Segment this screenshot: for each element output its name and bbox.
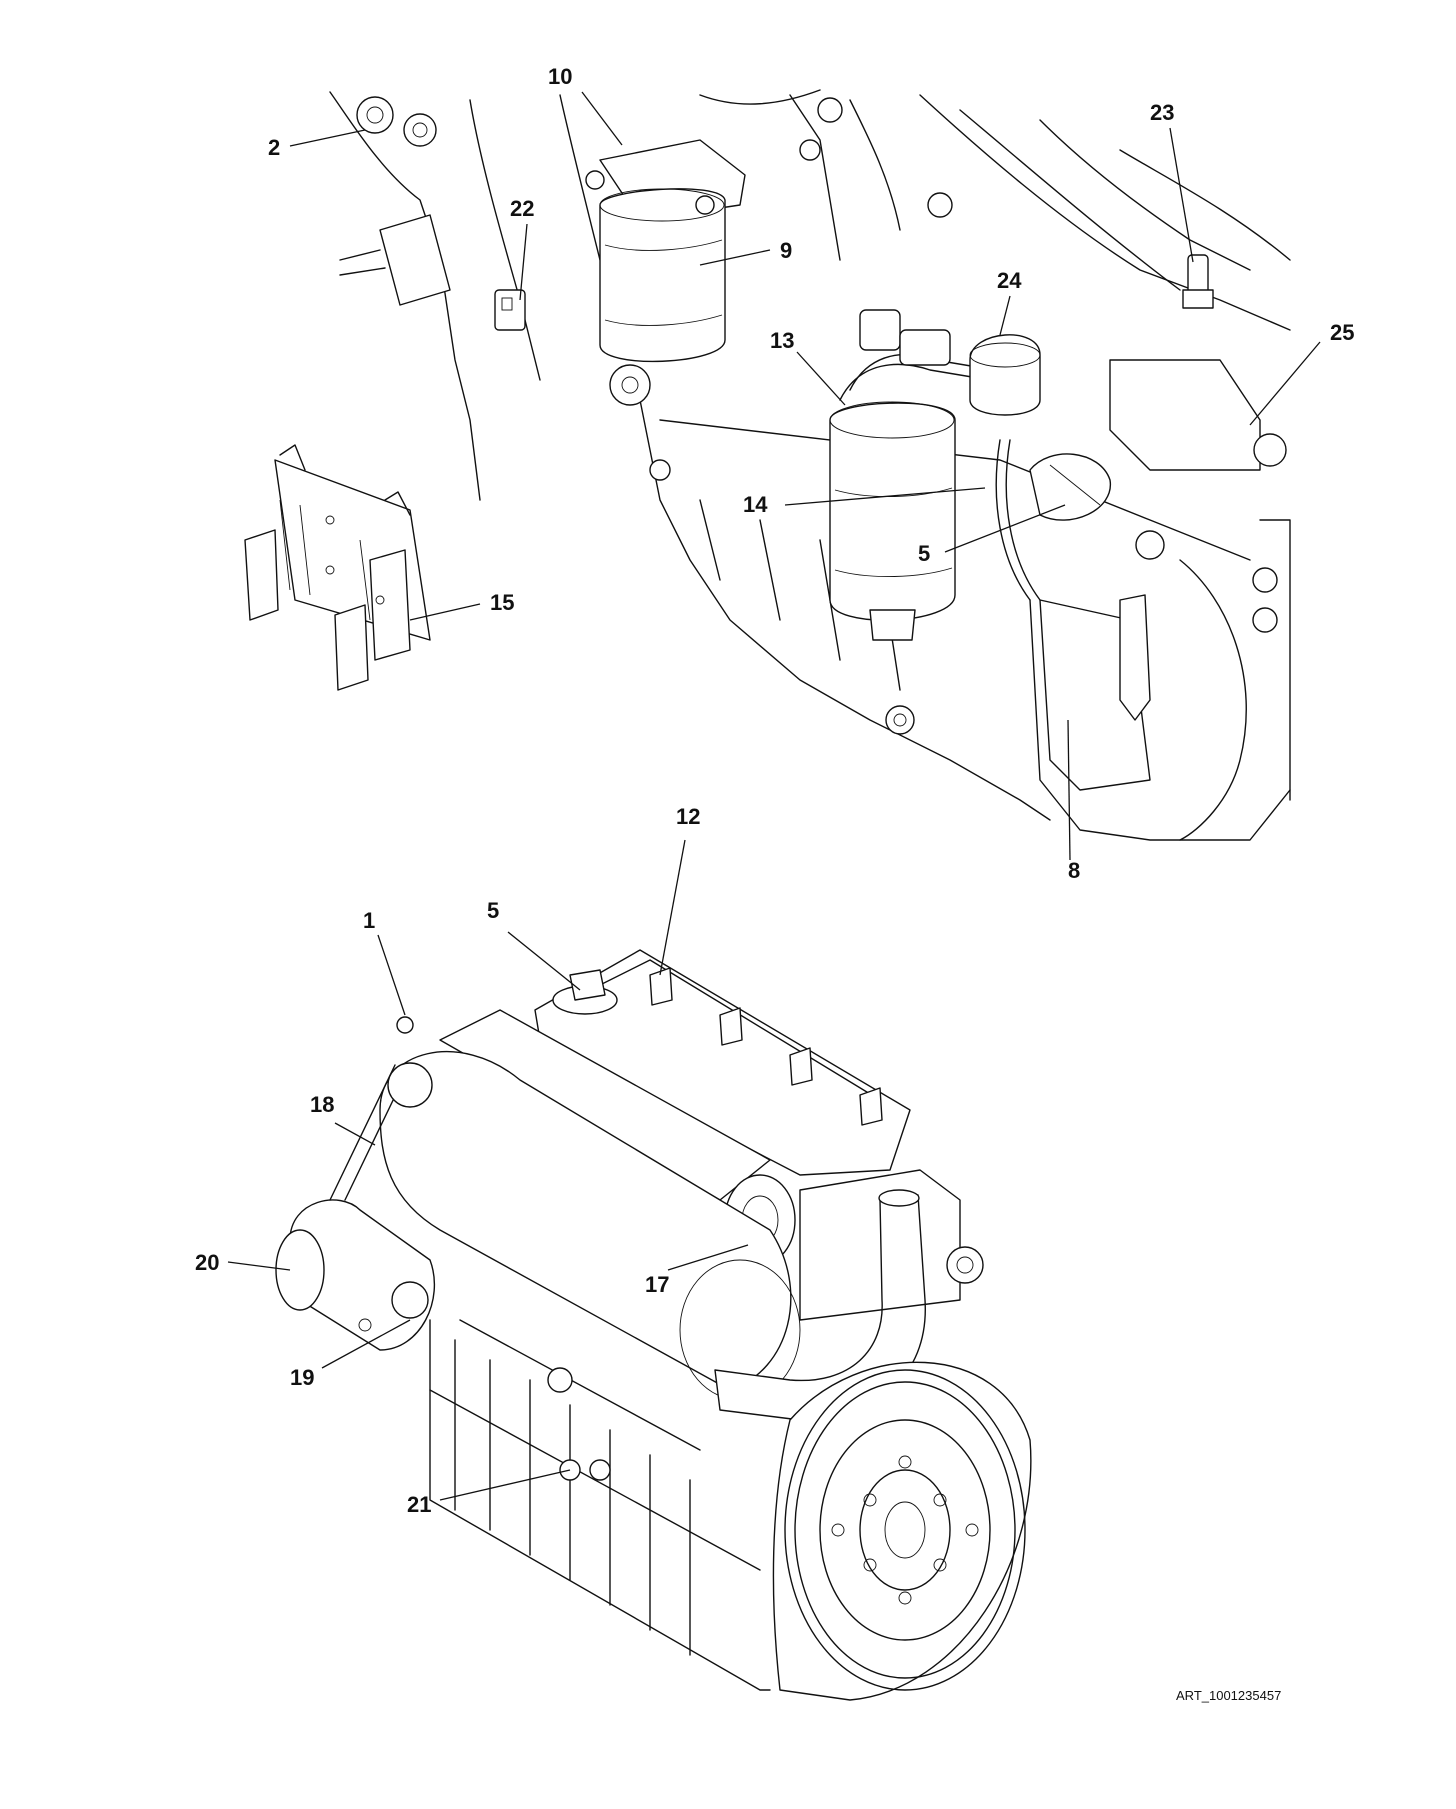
art-id-label: ART_1001235457 (1176, 1688, 1281, 1703)
callout-25: 25 (1330, 320, 1354, 345)
callout-14: 14 (743, 492, 768, 517)
callout-1: 1 (363, 908, 375, 933)
callout-15: 17 (645, 1272, 669, 1297)
detail-view-fuel-system (329, 89, 1291, 841)
callout-23: 23 (1150, 100, 1174, 125)
callout-20: 20 (195, 1250, 219, 1275)
callout-22: 22 (510, 196, 534, 221)
callout-12: 12 (676, 804, 700, 829)
callout-21: 21 (407, 1492, 431, 1517)
callout-10: 10 (548, 64, 572, 89)
callout-19: 19 (290, 1365, 314, 1390)
callout-9: 9 (780, 238, 792, 263)
callout-2: 2 (268, 135, 280, 160)
ecu-module (244, 444, 431, 691)
leader-lines (227, 91, 1321, 1501)
callout-8: 8 (1068, 858, 1080, 883)
callout-24: 24 (997, 268, 1022, 293)
callout-13: 13 (770, 328, 794, 353)
callout-labels: 2 10 22 9 23 24 25 13 14 5 15 8 12 1 5 1… (195, 64, 1354, 1517)
engine-assembly-view (275, 949, 1032, 1701)
callout-17: 15 (490, 590, 514, 615)
callout-18: 18 (310, 1092, 334, 1117)
callout-5-lower: 5 (487, 898, 499, 923)
callout-5-upper: 5 (918, 541, 930, 566)
